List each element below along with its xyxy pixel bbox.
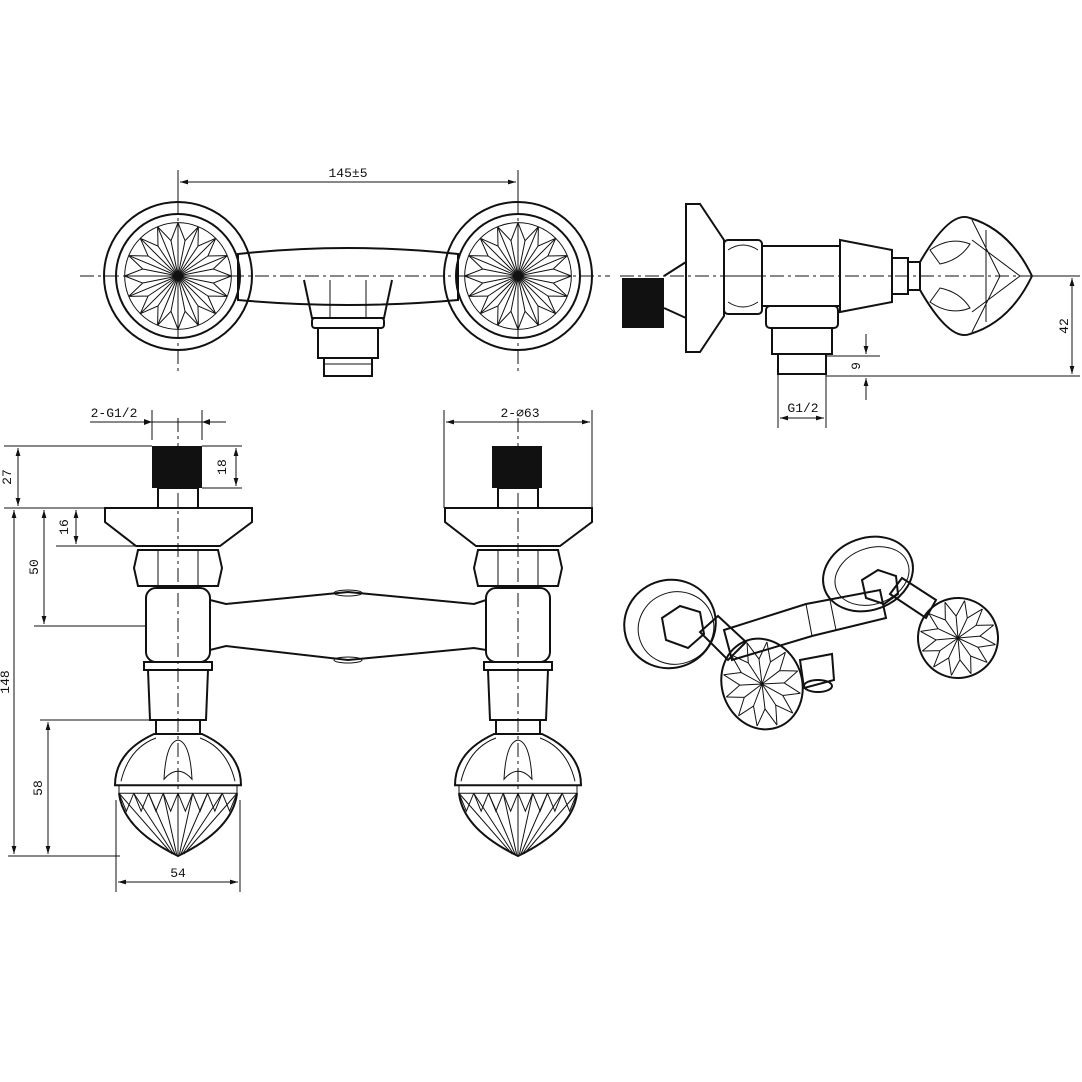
handle-front-right bbox=[453, 733, 583, 858]
front-view: 2-G1/2 2-∅63 18 27 16 50 148 58 54 bbox=[0, 406, 593, 892]
dim-thread-offset: 27 bbox=[0, 469, 15, 485]
isometric-view bbox=[623, 535, 999, 731]
dim-top-width: 145±5 bbox=[328, 166, 367, 181]
dim-total-height: 148 bbox=[0, 670, 13, 693]
handle-front-left bbox=[113, 733, 243, 858]
crystal-handle-left bbox=[115, 213, 241, 339]
crystal-handle-right bbox=[455, 213, 581, 339]
dim-inlet-center: 50 bbox=[27, 559, 42, 575]
iso-handle-front bbox=[720, 637, 804, 731]
dim-thread-length: 18 bbox=[215, 459, 230, 475]
dim-front-thread: 2-G1/2 bbox=[91, 406, 138, 421]
dim-handle-height: 58 bbox=[31, 780, 46, 796]
dim-side-thread: G1/2 bbox=[787, 401, 818, 416]
iso-handle-back bbox=[917, 597, 999, 679]
dim-front-flange: 2-∅63 bbox=[500, 406, 539, 421]
dim-side-nut: 9 bbox=[849, 362, 864, 370]
top-view: 145±5 bbox=[80, 166, 610, 377]
dim-handle-width: 54 bbox=[170, 866, 186, 881]
dim-flange-thick: 16 bbox=[57, 519, 72, 535]
dim-side-height: 42 bbox=[1057, 318, 1072, 334]
side-view: 42 9 G1/2 bbox=[620, 203, 1080, 428]
